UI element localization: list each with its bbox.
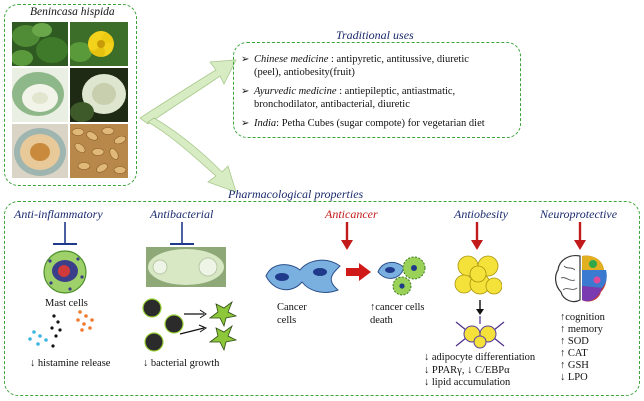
bullet-arrow-icon: ➢ [241, 54, 250, 65]
mast-cell-icon [43, 250, 87, 294]
histamine-result: ↓ histamine release [30, 358, 111, 369]
down-arrow-icon [476, 300, 484, 315]
brain-icon [555, 255, 607, 303]
plant-flower-photo [70, 22, 128, 66]
plant-name: Benincasa hispida [30, 6, 115, 18]
gourd-photo [12, 68, 68, 122]
red-down-arrow-icon [341, 222, 353, 250]
neuroprotective-title: Neuroprotective [540, 207, 618, 221]
seeds-photo [70, 124, 128, 178]
bacteria-icon [142, 298, 238, 352]
antiobesity-title: Antiobesity [454, 207, 508, 221]
dying-cells-icon [377, 256, 426, 296]
plant-leaves-photo [12, 22, 68, 66]
inhibition-icon [53, 222, 77, 245]
anticancer-title: Anticancer [325, 207, 378, 221]
pharma-title: Pharmacological properties [228, 187, 364, 201]
bullet-arrow-icon: ➢ [241, 86, 250, 97]
red-right-arrow-icon [346, 263, 371, 281]
use-item-ayurvedic: ➢ Ayurvedic medicine : antiepileptic, an… [241, 86, 456, 110]
flow-arrows [139, 59, 237, 193]
bacterial-result: ↓ bacterial growth [143, 358, 220, 369]
gourd-slice-photo [70, 68, 128, 122]
histamine-dots-icon [28, 310, 94, 348]
mast-cells-label: Mast cells [45, 298, 88, 309]
lipid-cells-icon [455, 316, 505, 349]
adipocytes-icon [454, 255, 502, 295]
anti-inflammatory-title: Anti-inflammatory [14, 207, 103, 221]
bullet-arrow-icon: ➢ [241, 118, 250, 129]
red-down-arrow-icon [574, 222, 586, 250]
plant-box [4, 4, 137, 186]
antibacterial-title: Antibacterial [150, 207, 214, 221]
inhibition-icon [170, 222, 194, 245]
petri-dish-icon [146, 247, 226, 287]
melon-cut-photo [12, 124, 68, 178]
use-item-chinese: ➢ Chinese medicine : antipyretic, antitu… [241, 54, 469, 78]
traditional-uses-list: ➢ Chinese medicine : antipyretic, antitu… [241, 53, 517, 136]
pharma-box [4, 201, 640, 396]
cancer-cells-icon [265, 259, 341, 293]
use-item-india: ➢ India: Petha Cubes (sugar compote) for… [241, 118, 485, 129]
antiobesity-results: ↓ adipocyte differentiation ↓ PPARγ, ↓ C… [424, 352, 536, 388]
red-down-arrow-icon [471, 222, 483, 250]
traditional-uses-box [233, 42, 521, 138]
neuro-results: ↑cognition ↑ memory ↑ SOD ↑ CAT ↑ GSH ↓ … [560, 312, 605, 383]
traditional-uses-title: Traditional uses [336, 28, 414, 42]
